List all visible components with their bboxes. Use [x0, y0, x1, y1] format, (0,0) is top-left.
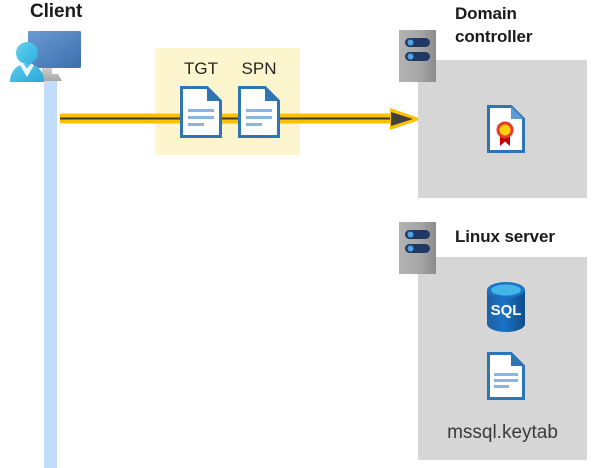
- linux-server-rack-icon: [399, 222, 436, 274]
- spn-label: SPN: [241, 59, 277, 78]
- spn-document-icon: [238, 86, 280, 138]
- client-computer-user-icon: [6, 27, 90, 89]
- sql-database-icon: SQL: [485, 282, 527, 332]
- keytab-filename-label: mssql.keytab: [447, 422, 558, 443]
- tgt-label: TGT: [184, 59, 218, 78]
- linux-server-title: Linux server: [455, 227, 555, 246]
- tgt-document-icon: [180, 86, 222, 138]
- certificate-document-icon: [487, 105, 525, 153]
- keytab-document-icon: [487, 352, 525, 400]
- svg-text:SQL: SQL: [491, 302, 522, 319]
- domain-controller-title: Domain controller: [455, 4, 533, 46]
- client-title: Client: [30, 1, 83, 22]
- domain-controller-server-rack-icon: [399, 30, 436, 82]
- request-arrow: [60, 108, 422, 130]
- client-lifeline: [44, 74, 57, 468]
